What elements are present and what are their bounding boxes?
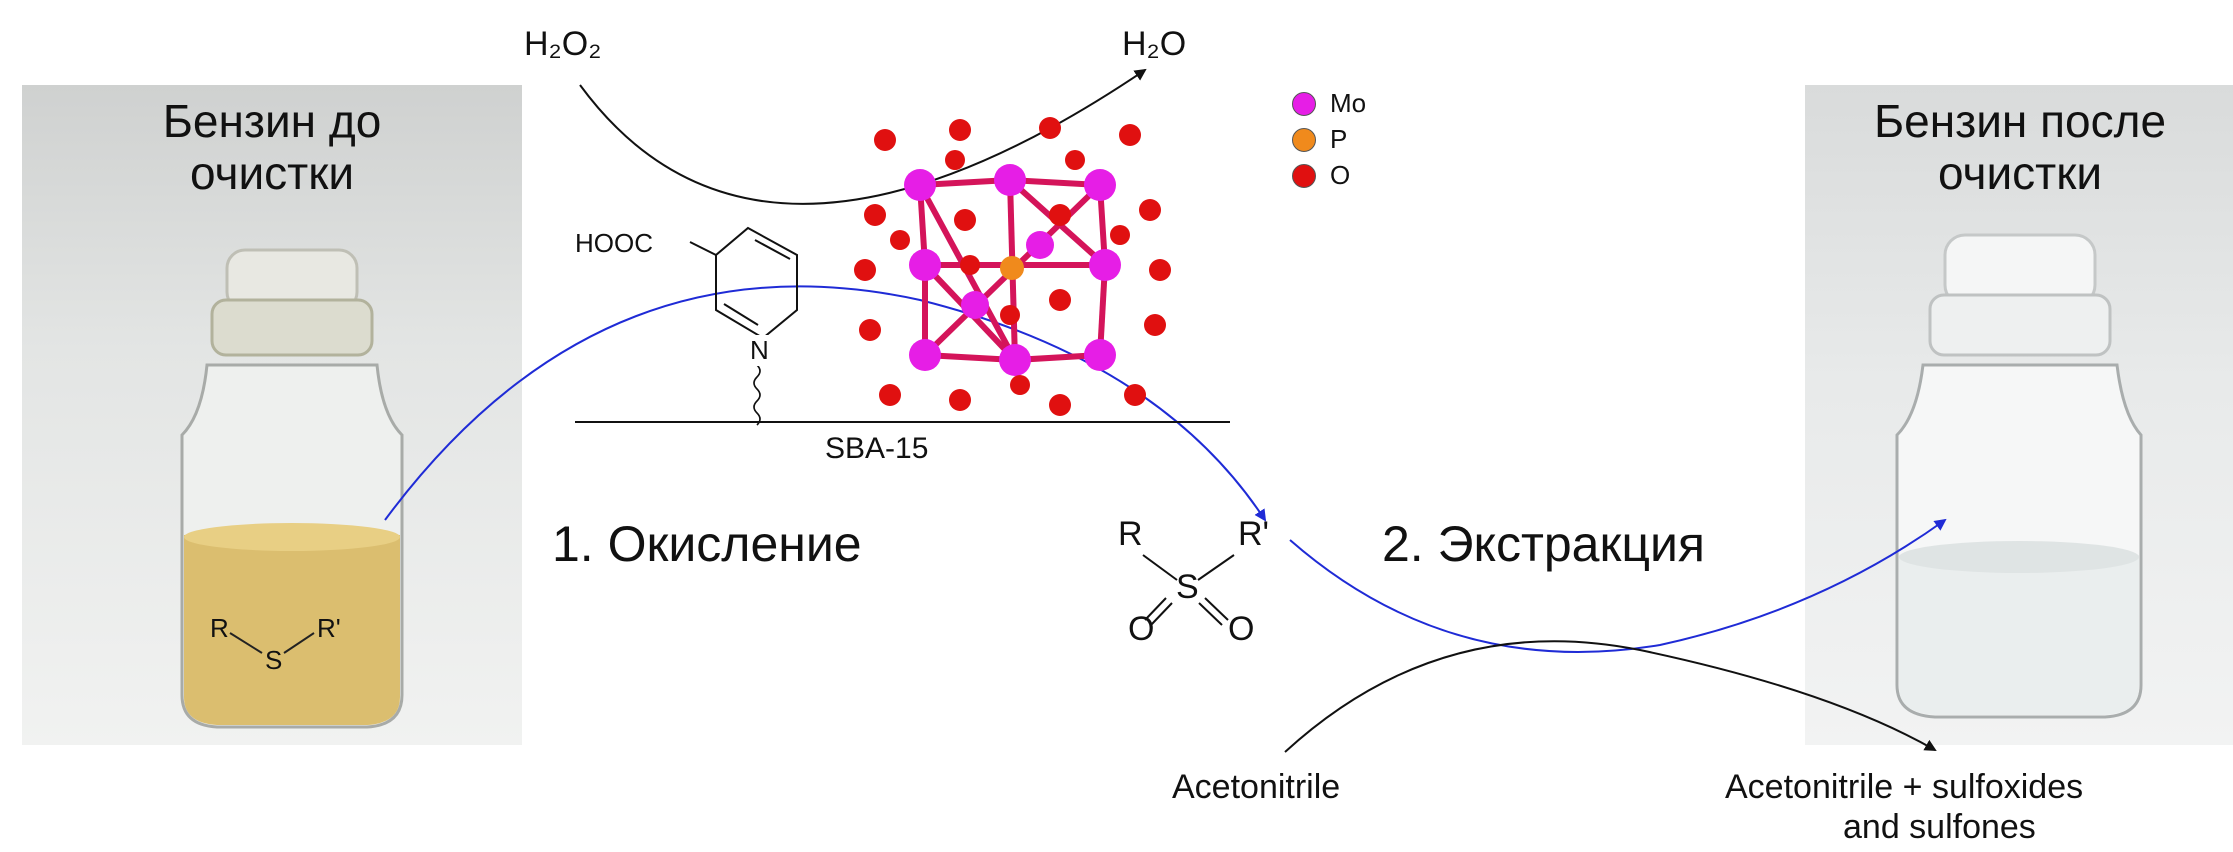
before-title-line2: очистки [189, 147, 355, 199]
photo-after: Бензин после очистки [1805, 85, 2233, 745]
sba15-label: SBA-15 [825, 432, 929, 465]
before-r-label: R [210, 613, 229, 643]
oxidant-arrow [579, 68, 1147, 205]
sulfone-r2-label: R' [1238, 515, 1270, 553]
photo-before: Бензин до очистки R S R' [22, 85, 522, 745]
after-title-line1: Бензин после [1873, 95, 2167, 147]
h2o-label: H₂O [1122, 25, 1187, 63]
before-title-line1: Бензин до [162, 95, 382, 147]
linker [753, 364, 761, 426]
sulfone-o1-label: O [1128, 610, 1155, 648]
nitrogen-label: N [748, 335, 771, 366]
acetonitrile-arrow [1284, 640, 1937, 753]
sulfone-bonds [1142, 554, 1235, 626]
oxidation-arrow [384, 285, 1267, 522]
after-title-line2: очистки [1937, 147, 2103, 199]
legend-p: P [1292, 124, 1347, 155]
product-label-line2: and sulfones [1843, 808, 2036, 846]
step1-label: 1. Окисление [552, 516, 862, 572]
vial-after-drawing [1895, 233, 2143, 719]
step2-label: 2. Экстракция [1382, 516, 1705, 572]
hooc-label: HOOC [575, 228, 653, 258]
sulfone-o2-label: O [1228, 610, 1255, 648]
pyridine-ring [689, 226, 798, 340]
before-r2-label: R' [317, 613, 341, 643]
acetonitrile-label: Acetonitrile [1172, 768, 1341, 806]
sulfone-r-label: R [1118, 515, 1143, 553]
legend-o: O [1292, 160, 1350, 191]
extraction-arrow [1289, 518, 1947, 653]
o-dot-icon [1292, 163, 1316, 188]
before-s-label: S [265, 645, 283, 675]
mo-dot-icon [1292, 91, 1316, 116]
product-label-line1: Acetonitrile + sulfoxides [1725, 768, 2084, 806]
p-dot-icon [1292, 127, 1316, 152]
h2o2-label: H₂O₂ [524, 25, 602, 63]
sulfone-s-label: S [1176, 568, 1199, 606]
polyoxometalate-cluster [854, 117, 1171, 416]
legend-mo: Mo [1292, 88, 1366, 119]
gasoline-liquid [184, 535, 400, 725]
